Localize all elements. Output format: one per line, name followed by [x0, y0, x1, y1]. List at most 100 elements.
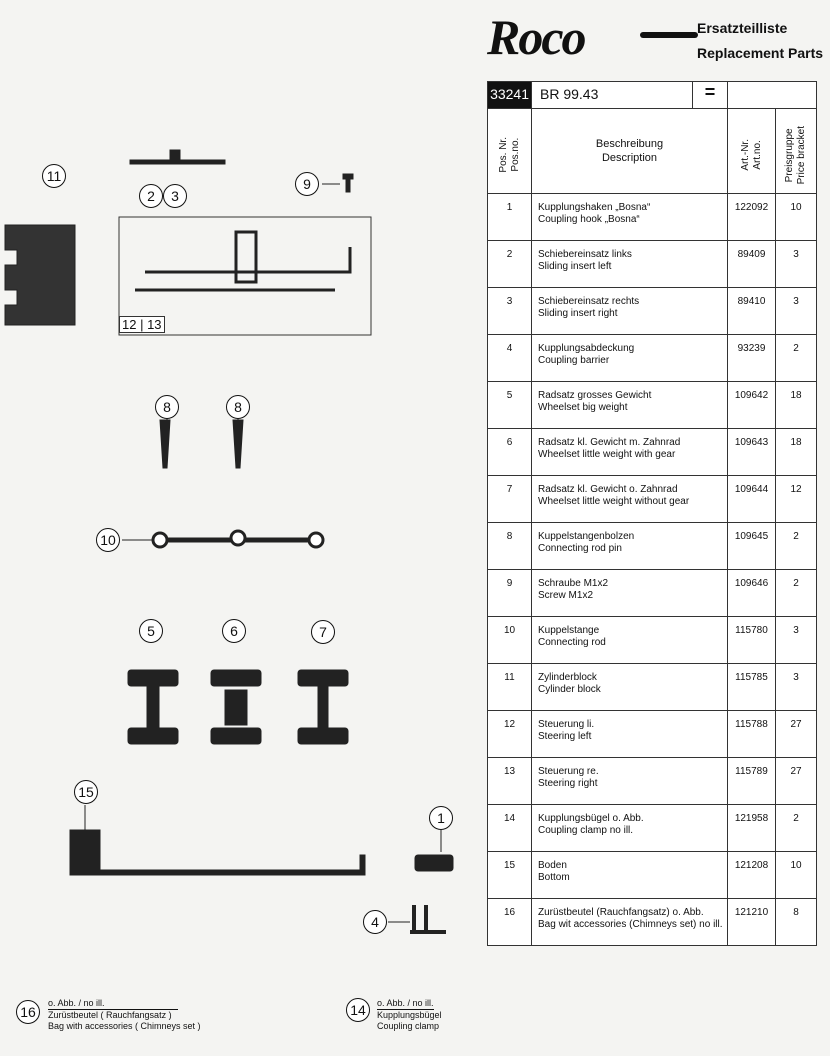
row-desc-de: Schiebereinsatz rechts: [538, 296, 640, 307]
note-14: o. Abb. / no ill. Kupplungsbügel Couplin…: [377, 998, 442, 1032]
note-16-en: Bag with accessories ( Chimneys set ): [48, 1021, 201, 1031]
row-price: 2: [775, 522, 817, 570]
row-price: 2: [775, 804, 817, 852]
row-desc-en: Sliding insert left: [538, 261, 612, 272]
callout-10: 10: [96, 528, 120, 552]
callout-13: 13: [147, 317, 162, 332]
note-14-en: Coupling clamp: [377, 1021, 440, 1031]
row-desc: Steuerung li.Steering left: [531, 710, 728, 758]
row-desc: Steuerung re.Steering right: [531, 757, 728, 805]
row-desc-en: Connecting rod: [538, 637, 606, 648]
equals-symbol: =: [692, 82, 727, 108]
row-desc-de: Kupplungsabdeckung: [538, 343, 635, 354]
row-art: 109642: [727, 381, 776, 429]
row-desc-de: Schiebereinsatz links: [538, 249, 632, 260]
title-en: Replacement Parts: [697, 45, 824, 61]
bottom-part: [69, 829, 366, 876]
callout-6: 6: [222, 619, 246, 643]
row-price: 12: [775, 475, 817, 523]
col-desc-de: Beschreibung: [595, 138, 664, 150]
row-desc-en: Steering left: [538, 731, 592, 742]
note-16: o. Abb. / no ill. Zurüstbeutel ( Rauchfa…: [48, 998, 201, 1032]
wheelset-6-part: [210, 669, 262, 745]
row-desc-en: Bottom: [538, 872, 570, 883]
row-desc-de: Kuppelstange: [538, 625, 600, 636]
row-desc-en: Bag wit accessories (Chimneys set) no il…: [538, 919, 723, 930]
row-desc-en: Coupling clamp no ill.: [538, 825, 634, 836]
row-desc-en: Coupling hook „Bosna“: [538, 214, 640, 225]
row-desc-en: Wheelset little weight with gear: [538, 449, 676, 460]
roco-logo: Roco: [487, 9, 587, 65]
row-desc: Zurüstbeutel (Rauchfangsatz) o. Abb.Bag …: [531, 898, 728, 946]
note-16-noill: o. Abb. / no ill.: [48, 998, 178, 1010]
row-price: 10: [775, 193, 817, 241]
row-desc-en: Steering right: [538, 778, 598, 789]
row-price: 8: [775, 898, 817, 946]
model-name: BR 99.43 =: [531, 81, 728, 109]
row-art: 115780: [727, 616, 776, 664]
callout-12: 12: [122, 317, 137, 332]
row-art: 93239: [727, 334, 776, 382]
row-art: 121208: [727, 851, 776, 899]
row-desc-de: Kupplungsbügel o. Abb.: [538, 813, 644, 824]
row-desc-de: Radsatz kl. Gewicht o. Zahnrad: [538, 484, 678, 495]
row-price: 3: [775, 616, 817, 664]
callout-9: 9: [295, 172, 319, 196]
row-desc-en: Connecting rod pin: [538, 543, 622, 554]
row-price: 3: [775, 663, 817, 711]
callout-5: 5: [139, 619, 163, 643]
row-art: 109644: [727, 475, 776, 523]
row-art: 109643: [727, 428, 776, 476]
model-name-text: BR 99.43: [540, 86, 599, 102]
note-14-noill: o. Abb. / no ill.: [377, 998, 434, 1010]
row-desc-en: Wheelset big weight: [538, 402, 628, 413]
callout-2: 2: [139, 184, 163, 208]
col-desc-en: Description: [601, 152, 658, 164]
callout-8a: 8: [155, 395, 179, 419]
row-pos: 9: [487, 569, 532, 617]
pin-part: [159, 419, 171, 469]
row-art: 109645: [727, 522, 776, 570]
sliding-insert-part: [129, 149, 226, 165]
row-art: 115785: [727, 663, 776, 711]
row-desc-de: Zurüstbeutel (Rauchfangsatz) o. Abb.: [538, 907, 704, 918]
row-pos: 1: [487, 193, 532, 241]
row-price: 3: [775, 287, 817, 335]
wheelset-5-part: [127, 669, 179, 745]
row-desc-de: Kupplungshaken „Bosna“: [538, 202, 651, 213]
row-desc-de: Schraube M1x2: [538, 578, 609, 589]
row-price: 18: [775, 381, 817, 429]
callout-1: 1: [429, 806, 453, 830]
parts-table: 33241 BR 99.43= Pos. Nr.Pos.no. Beschrei…: [487, 81, 817, 946]
callout-15: 15: [74, 780, 98, 804]
row-desc-en: Wheelset little weight without gear: [538, 496, 690, 507]
steering-box: [118, 216, 372, 336]
row-art: 89409: [727, 240, 776, 288]
row-desc-de: Zylinderblock: [538, 672, 597, 683]
callout-7: 7: [311, 620, 335, 644]
callout-8b: 8: [226, 395, 250, 419]
row-pos: 13: [487, 757, 532, 805]
row-desc: Kupplungshaken „Bosna“Coupling hook „Bos…: [531, 193, 728, 241]
note-14-de: Kupplungsbügel: [377, 1010, 442, 1020]
row-price: 2: [775, 569, 817, 617]
row-desc-de: Boden: [538, 860, 567, 871]
